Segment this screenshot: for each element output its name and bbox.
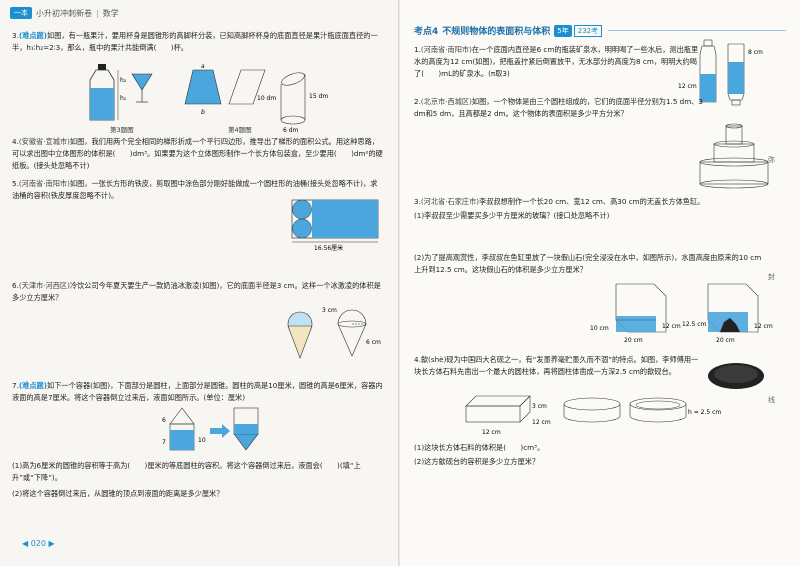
question-source: (北京市·西城区)	[420, 97, 472, 106]
6cm-label: 6 cm	[366, 339, 381, 346]
question-r4-sub2: (2)这方歙砚台的容积是多少立方厘米？	[414, 457, 540, 466]
binding-mark-1: 弥	[768, 156, 775, 164]
binding-mark-2: 封	[768, 273, 775, 281]
question-text: 在一个底面内直径是6 cm的瓶装矿泉水，明明喝了一些水后，测出瓶里水的高度为12…	[414, 45, 699, 78]
12cm-label: 12 cm	[662, 323, 681, 330]
12-5cm-label: 12.5 cm	[682, 321, 707, 328]
question-6: 6.(天津市·河西区)冷饮公司今年夏天要生产一款奶油冰激凌(如图)，它的底面半径…	[12, 280, 384, 304]
12cm-label-2: 12 cm	[754, 323, 773, 330]
3cm-label: 3 cm	[532, 403, 547, 410]
question-source: (河北省·石家庄市)	[420, 197, 480, 206]
h1-label: h₁	[120, 95, 127, 102]
question-r3-sub2: (2)为了提高观赏性，李叔叔在鱼缸里放了一块假山石(完全浸没在水中，如图所示)，…	[414, 253, 762, 274]
3cm-label: 3 cm	[322, 307, 337, 314]
question-text: 如图，我们用两个完全相同的梯形折成一个平行四边形，推导出了梯形的面积公式。用这种…	[12, 137, 383, 170]
trapezoid-cylinder-figure: a b 10 dm 15 dm 6 dm	[184, 63, 328, 134]
fish-tank-figure: 10 cm 12 cm 20 cm 12.5 cm 12 cm 20 cm	[590, 283, 773, 344]
stacked-cylinders-figure	[699, 123, 769, 189]
question-text: 如下一个容器(如图)，下面部分是圆柱，上面部分是圆锥。圆柱的高是10厘米，圆锥的…	[12, 381, 383, 402]
inkstone-photo	[708, 363, 764, 389]
question-number: 5.	[12, 179, 19, 188]
kaodian-label: 考点4	[414, 27, 439, 37]
10dm-label: 10 dm	[257, 95, 276, 102]
book-tag: 一本	[10, 7, 32, 19]
header-rule	[608, 30, 786, 31]
ice-cream-figure: 3 cm 6 cm	[287, 307, 381, 359]
question-source: (河南省·南阳市)	[420, 45, 472, 54]
question-7: 7.(难点题)如下一个容器(如图)，下面部分是圆柱，上面部分是圆锥。圆柱的高是1…	[12, 380, 384, 404]
depth-label: h = 2.5 cm	[688, 409, 721, 416]
question-3: 3.(难点题)如图，有一瓶果汁，要用杯身是圆锥形的高脚杯分装，已知高脚杯杯身的底…	[12, 30, 384, 54]
question-number: 1.	[414, 45, 421, 54]
left-page: 一本 小升初冲刺新卷 | 数学 3.(难点题)如图，有一瓶果汁，要用杯身是圆锥形…	[10, 6, 384, 548]
left-header: 一本 小升初冲刺新卷 | 数学	[10, 6, 119, 20]
difficulty-tag: (难点题)	[18, 381, 47, 390]
count-badge: 232考	[573, 24, 603, 37]
6-label: 6	[162, 417, 166, 424]
difficulty-tag: (难点题)	[18, 31, 47, 40]
question-number: 2.	[414, 97, 421, 106]
12cm-label-b: 12 cm	[482, 429, 501, 436]
section-title: 不规则物体的表面积与体积	[442, 27, 551, 37]
question-text: 歙(shè)砚为中国四大名砚之一，有“发墨养毫贮墨久而不涸”的特点。如图，李师傅…	[414, 355, 699, 376]
question-source: (河南省·南阳市)	[18, 179, 70, 188]
question-7-sub1: (1)高为6厘米的圆锥的容积等于高为( )厘米的等底圆柱的容积。将这个容器倒过来…	[12, 461, 361, 482]
8cm-label: 8 cm	[748, 49, 763, 56]
question-number: 6.	[12, 281, 19, 290]
question-5: 5.(河南省·南阳市)如图，一张长方形的铁皮，剪取图中涂色部分刚好能做成一个圆柱…	[12, 178, 384, 202]
question-r4: 4.歙(shè)砚为中国四大名砚之一，有“发墨养毫贮墨久而不涸”的特点。如图，李…	[414, 354, 700, 378]
12cm-label: 12 cm	[678, 83, 697, 90]
question-number: 4.	[12, 137, 19, 146]
section-header: 考点4 不规则物体的表面积与体积 5年 232考	[414, 24, 786, 37]
juice-bottle-figure: h₁ h₂	[89, 64, 153, 121]
question-7-sub2: (2)将这个容器倒过来后，从圆锥的顶点到液面的距离是多少厘米？	[12, 489, 224, 498]
page-number: ◀ 020 ▶	[22, 539, 55, 548]
sheet-metal-figure: 16.56厘米	[291, 199, 379, 252]
question-source: (天津市·河西区)	[18, 281, 70, 290]
10-label: 10	[198, 437, 206, 444]
h2-label: h₂	[120, 77, 127, 84]
right-page: 考点4 不规则物体的表面积与体积 5年 232考 1.(河南省·南阳市)在一个底…	[400, 0, 800, 566]
subject-label: 数学	[102, 8, 119, 18]
question-number: 3.	[12, 31, 19, 40]
15dm-label: 15 dm	[309, 93, 328, 100]
b-label: b	[201, 109, 205, 116]
binding-mark-3: 线	[768, 396, 775, 404]
a-label: a	[201, 63, 205, 70]
container-figure: 6 7 10	[162, 407, 259, 451]
question-r3-sub1: (1)李叔叔至少需要买多少平方厘米的玻璃？(接口处忽略不计)	[414, 211, 610, 220]
length-label: 16.56厘米	[314, 244, 343, 252]
water-bottle-figure: 12 cm 8 cm	[678, 39, 763, 106]
20cm-label: 20 cm	[624, 337, 643, 344]
question-source: (安徽省·宣城市)	[18, 137, 70, 146]
question-number: 4.	[414, 355, 421, 364]
figure-4-caption: 第4题图	[228, 126, 252, 134]
book-title: 小升初冲刺新卷	[36, 8, 92, 18]
question-text: 如图，有一瓶果汁，要用杯身是圆锥形的高脚杯分装，已知高脚杯杯身的底面直径是果汁瓶…	[12, 31, 378, 52]
20cm-label-2: 20 cm	[716, 337, 735, 344]
question-r2: 2.(北京市·西城区)如图，一个物体是由三个圆柱组成的，它们的底面半径分别为1.…	[414, 96, 704, 120]
stone-cutting-figure: 3 cm 12 cm 12 cm h = 2.5 cm	[465, 395, 721, 436]
6dm-label: 6 dm	[283, 127, 299, 134]
10cm-label: 10 cm	[590, 325, 609, 332]
header-separator: |	[96, 8, 99, 18]
question-4: 4.(安徽省·宣城市)如图，我们用两个完全相同的梯形折成一个平行四边形，推导出了…	[12, 136, 384, 172]
question-text: 如图，一个物体是由三个圆柱组成的，它们的底面半径分别为1.5 dm、3 dm和5…	[414, 97, 703, 118]
question-text: 如图，一张长方形的铁皮，剪取图中涂色部分刚好能做成一个圆柱形的油桶(接头处忽略不…	[12, 179, 378, 200]
question-number: 7.	[12, 381, 19, 390]
7-label: 7	[162, 439, 166, 446]
figure-3-caption: 第3题图	[110, 126, 134, 134]
question-r1: 1.(河南省·南阳市)在一个底面内直径是6 cm的瓶装矿泉水，明明喝了一些水后，…	[414, 44, 704, 80]
question-r4-sub1: (1)这块长方体石料的体积是( )cm³。	[414, 443, 545, 452]
question-number: 3.	[414, 197, 421, 206]
question-text: 李叔叔想制作一个长20 cm、宽12 cm、高30 cm的无盖长方体鱼缸。	[479, 197, 705, 206]
question-text: 冷饮公司今年夏天要生产一款奶油冰激凌(如图)，它的底面半径是3 cm。这样一个冰…	[12, 281, 381, 302]
years-badge: 5年	[554, 24, 572, 37]
question-r3: 3.(河北省·石家庄市)李叔叔想制作一个长20 cm、宽12 cm、高30 cm…	[414, 196, 764, 208]
12cm-label-a: 12 cm	[532, 419, 551, 426]
